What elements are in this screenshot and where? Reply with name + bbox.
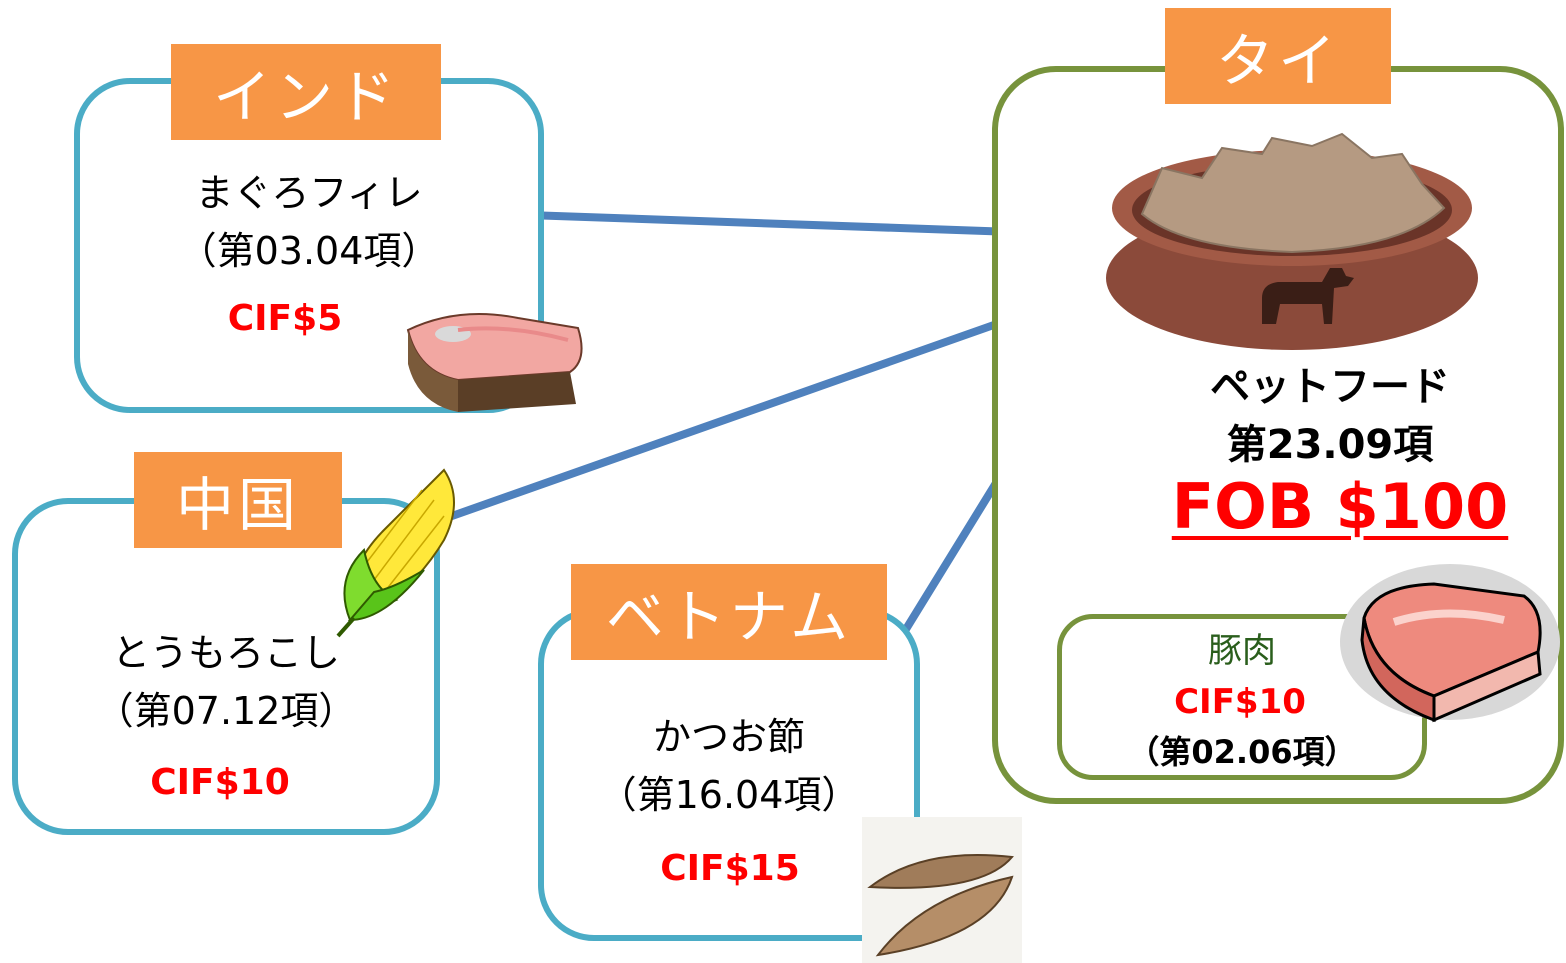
pork-meat-icon <box>1340 564 1560 723</box>
petfood-price: FOB $100 <box>1171 470 1509 543</box>
vietnam-heading: （第16.04項） <box>598 773 860 817</box>
dog-silhouette-icon <box>1262 268 1354 324</box>
arrow-india-to-petfood <box>523 204 1046 259</box>
india-product: まぐろフィレ <box>195 171 423 215</box>
vietnam-country-tag: ベトナム <box>571 564 887 660</box>
corn-icon <box>336 468 455 638</box>
petfood-heading: 第23.09項 <box>1226 422 1434 468</box>
china-heading: （第07.12項） <box>95 689 357 733</box>
india-country-tag: インド <box>171 44 441 140</box>
pet-food-bowl-icon <box>1106 132 1478 350</box>
pork-price: CIF$10 <box>1174 682 1306 722</box>
pork-heading: （第02.06項） <box>1127 733 1357 771</box>
vietnam-product: かつお節 <box>652 715 805 759</box>
pork-product: 豚肉 <box>1208 631 1276 671</box>
vietnam-price: CIF$15 <box>660 848 800 889</box>
china-price: CIF$10 <box>150 762 290 803</box>
china-product: とうもろこし <box>111 631 340 675</box>
india-price: CIF$5 <box>227 298 343 339</box>
thailand-country-tag: タイ <box>1165 8 1391 104</box>
india-heading: （第03.04項） <box>178 229 440 273</box>
vietnam-box <box>538 608 920 941</box>
china-country-tag: 中国 <box>134 452 342 548</box>
dried-bonito-icon <box>862 817 1022 963</box>
petfood-product: ペットフード <box>1210 364 1450 410</box>
tuna-fillet-icon <box>406 313 583 412</box>
